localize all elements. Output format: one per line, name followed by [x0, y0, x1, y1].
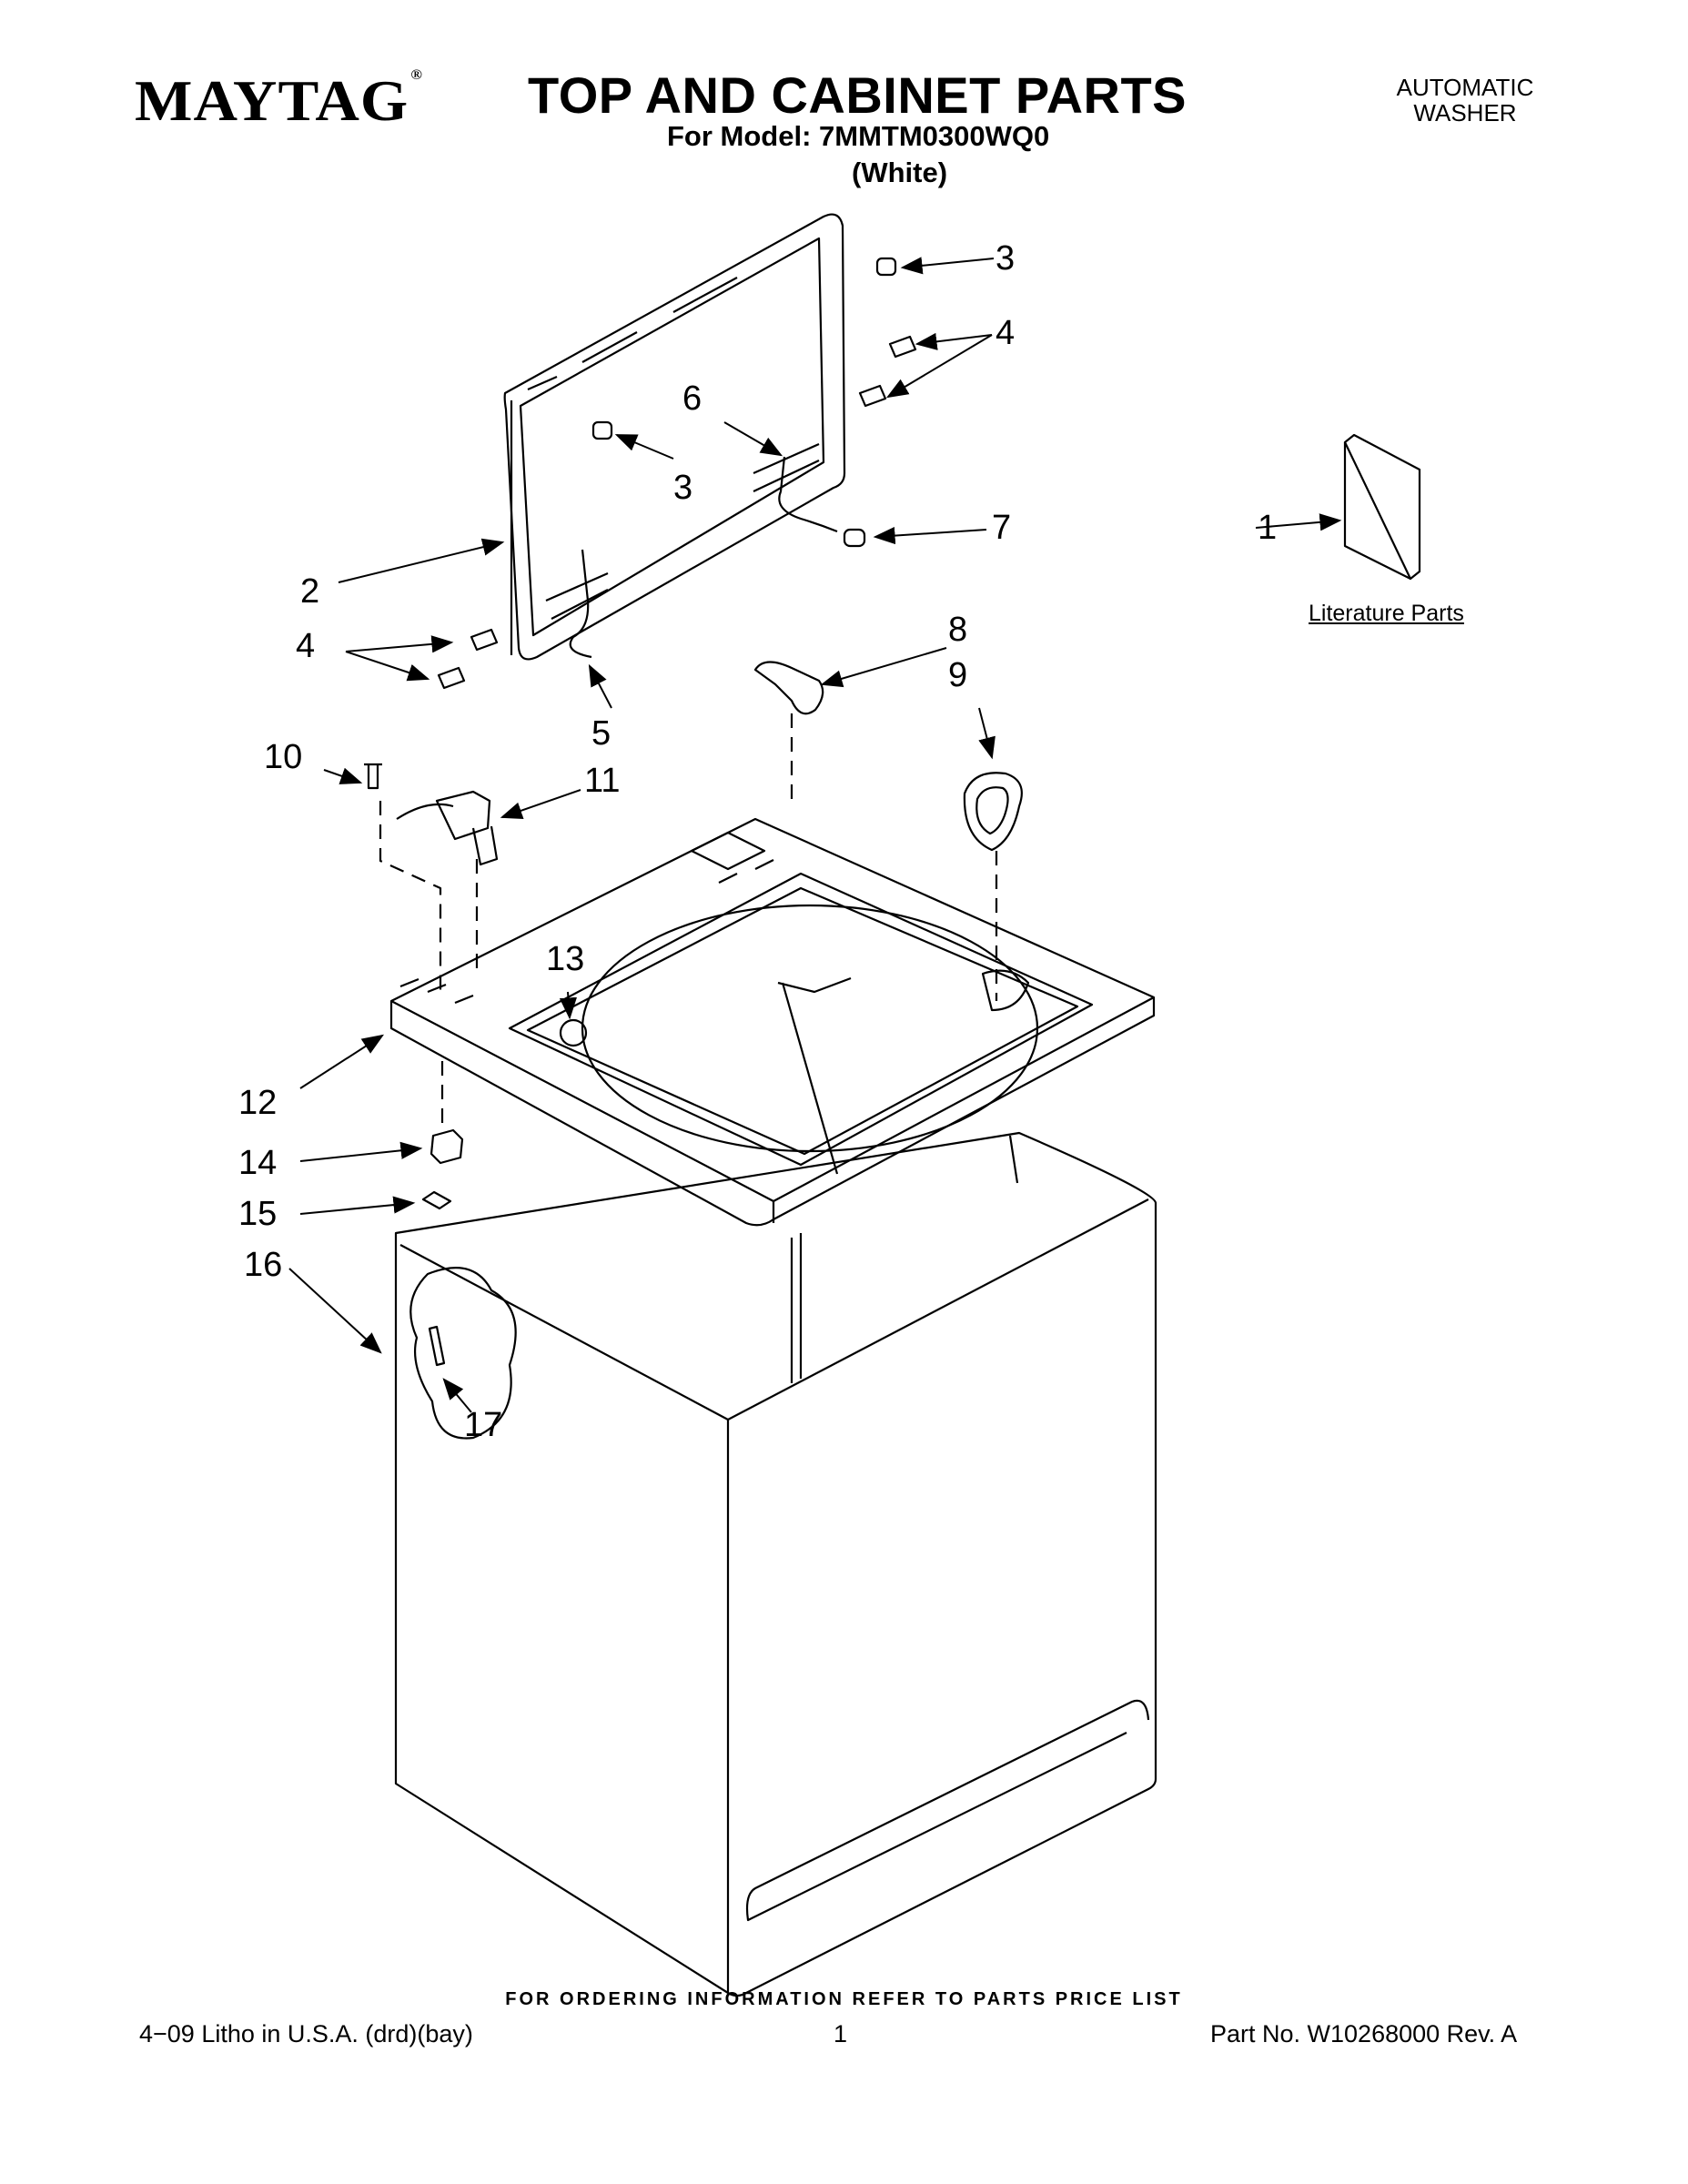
cabinet-part-16 [394, 1131, 1157, 1997]
model-line: For Model: 7MMTM0300WQ0 [667, 120, 1050, 152]
product-type-line2: WASHER [1413, 99, 1517, 126]
bleach-dispenser-part-9 [963, 772, 1023, 852]
callout-16: 16 [244, 1246, 282, 1284]
callout-11: 11 [584, 762, 620, 800]
lid-part [503, 213, 846, 661]
product-type: AUTOMATIC WASHER [1365, 75, 1565, 126]
callout-numbers: 1 2 3 3 4 4 5 6 7 8 9 10 11 13 12 14 15 … [238, 239, 1277, 1444]
callout-2: 2 [300, 572, 319, 611]
callout-14: 14 [238, 1144, 277, 1182]
hinge-rods [545, 442, 838, 659]
callout-12: 12 [238, 1084, 277, 1122]
callout-5: 5 [591, 714, 611, 753]
page-title: TOP AND CABINET PARTS [528, 66, 1188, 124]
callout-13: 13 [546, 940, 584, 978]
callout-1: 1 [1258, 509, 1277, 547]
brand-name: MAYTAG [135, 68, 409, 133]
callout-7: 7 [992, 509, 1011, 547]
literature-parts-label: Literature Parts [1309, 601, 1464, 626]
callout-3-lower: 3 [673, 469, 692, 507]
washer-top-part-12 [389, 817, 1156, 1227]
assembly-lines [379, 713, 998, 1128]
callout-3-upper: 3 [996, 239, 1015, 278]
clip-part-15 [421, 1190, 452, 1210]
print-info: 4−09 Litho in U.S.A. (drd)(bay) [139, 2020, 473, 2048]
ordering-note: FOR ORDERING INFORMATION REFER TO PARTS … [505, 1989, 1183, 2009]
registered-mark: ® [410, 67, 423, 83]
callout-leaders [288, 257, 1342, 1413]
callout-9: 9 [948, 656, 967, 694]
hinge-grommet-part-7 [843, 528, 866, 548]
callout-10: 10 [264, 738, 302, 776]
callout-15: 15 [238, 1195, 277, 1233]
lid-bumper-part-3 [591, 257, 897, 440]
brand-logo: MAYTAG® [135, 67, 423, 135]
callout-4-upper: 4 [996, 314, 1015, 352]
lid-switch-parts [364, 763, 499, 866]
callout-6: 6 [682, 379, 702, 418]
nut-part-14 [430, 1128, 464, 1165]
callout-4-lower: 4 [296, 627, 315, 665]
literature-packet [1343, 433, 1421, 581]
page-number: 1 [834, 2020, 848, 2048]
color-line: (White) [852, 157, 948, 188]
clip-part-8 [753, 661, 824, 715]
callout-8: 8 [948, 611, 967, 649]
callout-17: 17 [464, 1406, 502, 1444]
product-type-line1: AUTOMATIC [1396, 74, 1534, 101]
part-number: Part No. W10268000 Rev. A [1210, 2020, 1518, 2048]
